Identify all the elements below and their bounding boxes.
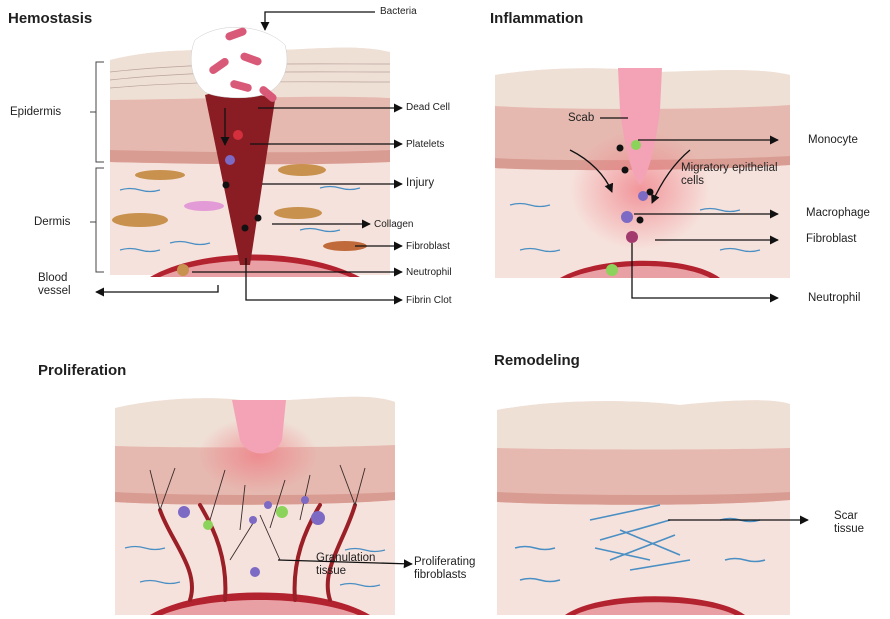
title-hemostasis: Hemostasis bbox=[8, 10, 92, 27]
label-fibrin-clot: Fibrin Clot bbox=[406, 295, 452, 306]
label-macrophage: Macrophage bbox=[806, 207, 870, 220]
title-inflammation: Inflammation bbox=[490, 10, 583, 27]
title-proliferation: Proliferation bbox=[38, 362, 126, 379]
label-injury: Injury bbox=[406, 177, 434, 190]
label-collagen: Collagen bbox=[374, 219, 413, 230]
remodeling-skin bbox=[497, 400, 790, 615]
label-bacteria: Bacteria bbox=[380, 6, 417, 17]
label-scab: Scab bbox=[568, 112, 594, 125]
label-proliferating-fibroblasts: Proliferating fibroblasts bbox=[414, 556, 494, 582]
label-monocyte: Monocyte bbox=[808, 134, 858, 147]
label-fibroblast-inflammation: Fibroblast bbox=[806, 233, 857, 246]
label-scar-tissue: Scar tissue bbox=[834, 510, 874, 536]
label-blood-vessel: Blood vessel bbox=[38, 272, 82, 298]
label-neutrophil-inflammation: Neutrophil bbox=[808, 292, 860, 305]
label-epidermis: Epidermis bbox=[10, 106, 61, 119]
label-fibroblast: Fibroblast bbox=[406, 241, 450, 252]
label-dermis: Dermis bbox=[34, 216, 70, 229]
label-platelets: Platelets bbox=[406, 139, 444, 150]
label-dead-cell: Dead Cell bbox=[406, 102, 450, 113]
label-neutrophil: Neutrophil bbox=[406, 267, 452, 278]
label-migratory-epithelial: Migratory epithelial cells bbox=[681, 162, 781, 188]
label-granulation-tissue: Granulation tissue bbox=[316, 552, 386, 578]
title-remodeling: Remodeling bbox=[494, 352, 580, 369]
layer-brackets bbox=[90, 62, 104, 272]
